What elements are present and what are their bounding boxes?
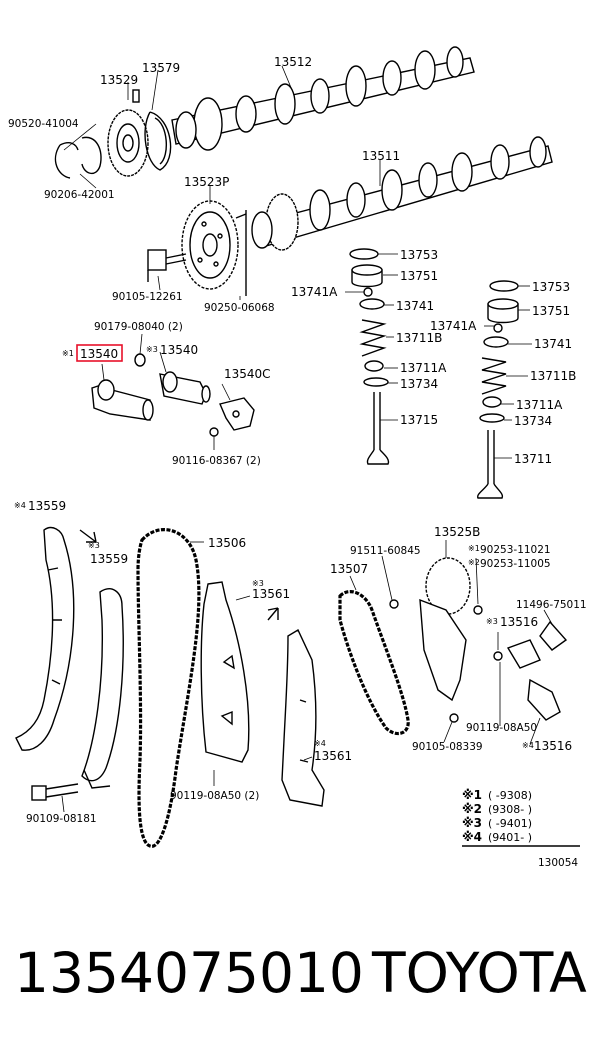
legend-mark-3: ※3: [462, 816, 482, 830]
parts-diagram: 13512 13579 13529 90520-41004 90206-4200…: [8, 46, 587, 869]
bolt-90105-12261: [147, 249, 187, 282]
label-13741-b: 13741: [534, 337, 572, 351]
label-90116-08367: 90116-08367 (2): [172, 455, 261, 467]
legend-range-2: (9308- ): [488, 803, 532, 816]
legend-range-1: ( -9308): [488, 789, 532, 802]
mark-4-13561: ※4: [314, 739, 326, 748]
bolt-90109-08181: [31, 783, 79, 801]
label-13540C: 13540C: [224, 367, 271, 381]
label-13525B: 13525B: [434, 525, 480, 539]
chain-guide-13561-b: [281, 629, 325, 807]
label-90119-08A50-2: 90119-08A50 (2): [170, 790, 259, 802]
diagram-code: 130054: [538, 857, 578, 869]
legend: ※1 ( -9308) ※2 (9308- ) ※3 ( -9401) ※4 (…: [462, 788, 580, 847]
label-13559-b: 13559: [90, 552, 128, 566]
label-13753-b: 13753: [532, 280, 570, 294]
footer: 1354075010 TOYOTA: [0, 928, 600, 1018]
label-13711A-a: 13711A: [400, 361, 447, 375]
label-13561-b: 13561: [314, 749, 352, 763]
label-13540: 13540: [160, 343, 198, 357]
chain-guide-13559-b: [81, 588, 124, 789]
label-13751-a: 13751: [400, 269, 438, 283]
label-11496-75011: 11496-75011: [516, 599, 587, 611]
label-90105-08339: 90105-08339: [412, 741, 483, 753]
legend-mark-4: ※4: [462, 830, 482, 844]
label-13734-a: 13734: [400, 377, 438, 391]
label-13711B-a: 13711B: [396, 331, 442, 345]
timing-chain-13506: [136, 528, 201, 848]
mark-3-13559: ※3: [88, 541, 100, 550]
label-13711B-b: 13711B: [530, 369, 576, 383]
gear-13525B: [389, 557, 483, 723]
label-13734-b: 13734: [514, 414, 552, 428]
sprocket-13523P: [181, 200, 247, 296]
label-90119-08A50: 90119-08A50: [466, 722, 537, 734]
mark-1-90253: ※1: [468, 544, 480, 553]
valve-assembly-b: [477, 280, 519, 499]
part-number: 1354075010: [14, 941, 364, 1005]
label-90109-08181: 90109-08181: [26, 813, 97, 825]
label-13507: 13507: [330, 562, 368, 576]
label-90206-42001: 90206-42001: [44, 189, 115, 201]
label-90253-11005: 90253-11005: [480, 558, 551, 570]
snap-ring-13579: [144, 111, 172, 171]
mark-3-13561: ※3: [252, 579, 264, 588]
label-13540-highlighted: 13540: [80, 347, 118, 361]
legend-range-4: (9401- ): [488, 831, 532, 844]
label-91511-60845: 91511-60845: [350, 545, 421, 557]
label-13715: 13715: [400, 413, 438, 427]
label-13561-a: 13561: [252, 587, 290, 601]
label-90520-41004: 90520-41004: [8, 118, 79, 130]
label-13751-b: 13751: [532, 304, 570, 318]
highlight-box-13540: [76, 344, 123, 362]
chain-guide-13561-a: [200, 581, 250, 763]
brand-name: TOYOTA: [372, 941, 587, 1005]
mark-1-13540: ※1: [62, 349, 74, 358]
label-13511: 13511: [362, 149, 400, 163]
label-13516-b: 13516: [534, 739, 572, 753]
valve-assembly-a: [349, 248, 390, 465]
mark-2-90253: ※2: [468, 558, 480, 567]
mark-3-13516: ※3: [486, 617, 498, 626]
lever-13516: [493, 620, 568, 721]
label-13711: 13711: [514, 452, 552, 466]
label-13711A-b: 13711A: [516, 398, 563, 412]
label-13529: 13529: [100, 73, 138, 87]
legend-mark-1: ※1: [462, 788, 482, 802]
label-90253-11021: 90253-11021: [480, 544, 551, 556]
label-13741-a: 13741: [396, 299, 434, 313]
legend-mark-2: ※2: [462, 802, 482, 816]
label-13741A-b: 13741A: [430, 319, 477, 333]
label-90105-12261: 90105-12261: [112, 291, 183, 303]
label-13579: 13579: [142, 61, 180, 75]
label-13741A-a: 13741A: [291, 285, 338, 299]
tensioner-13540: [91, 353, 255, 437]
mark-4-13559: ※4: [14, 501, 26, 510]
label-90250-06068: 90250-06068: [204, 302, 275, 314]
timing-chain-13507: [338, 590, 410, 736]
label-13523P: 13523P: [184, 175, 229, 189]
label-13516-a: 13516: [500, 615, 538, 629]
label-13506: 13506: [208, 536, 246, 550]
mark-3-13540: ※3: [146, 345, 158, 354]
label-90179-08040: 90179-08040 (2): [94, 321, 183, 333]
mark-4-13516: ※4: [522, 741, 534, 750]
label-13512: 13512: [274, 55, 312, 69]
gear-13529: [107, 89, 149, 177]
label-13559-a: 13559: [28, 499, 66, 513]
chain-guide-13559-a: [15, 526, 75, 751]
camshaft-13511: [251, 136, 553, 251]
label-13753-a: 13753: [400, 248, 438, 262]
legend-range-3: ( -9401): [488, 817, 532, 830]
camshaft-13512: [171, 46, 475, 151]
